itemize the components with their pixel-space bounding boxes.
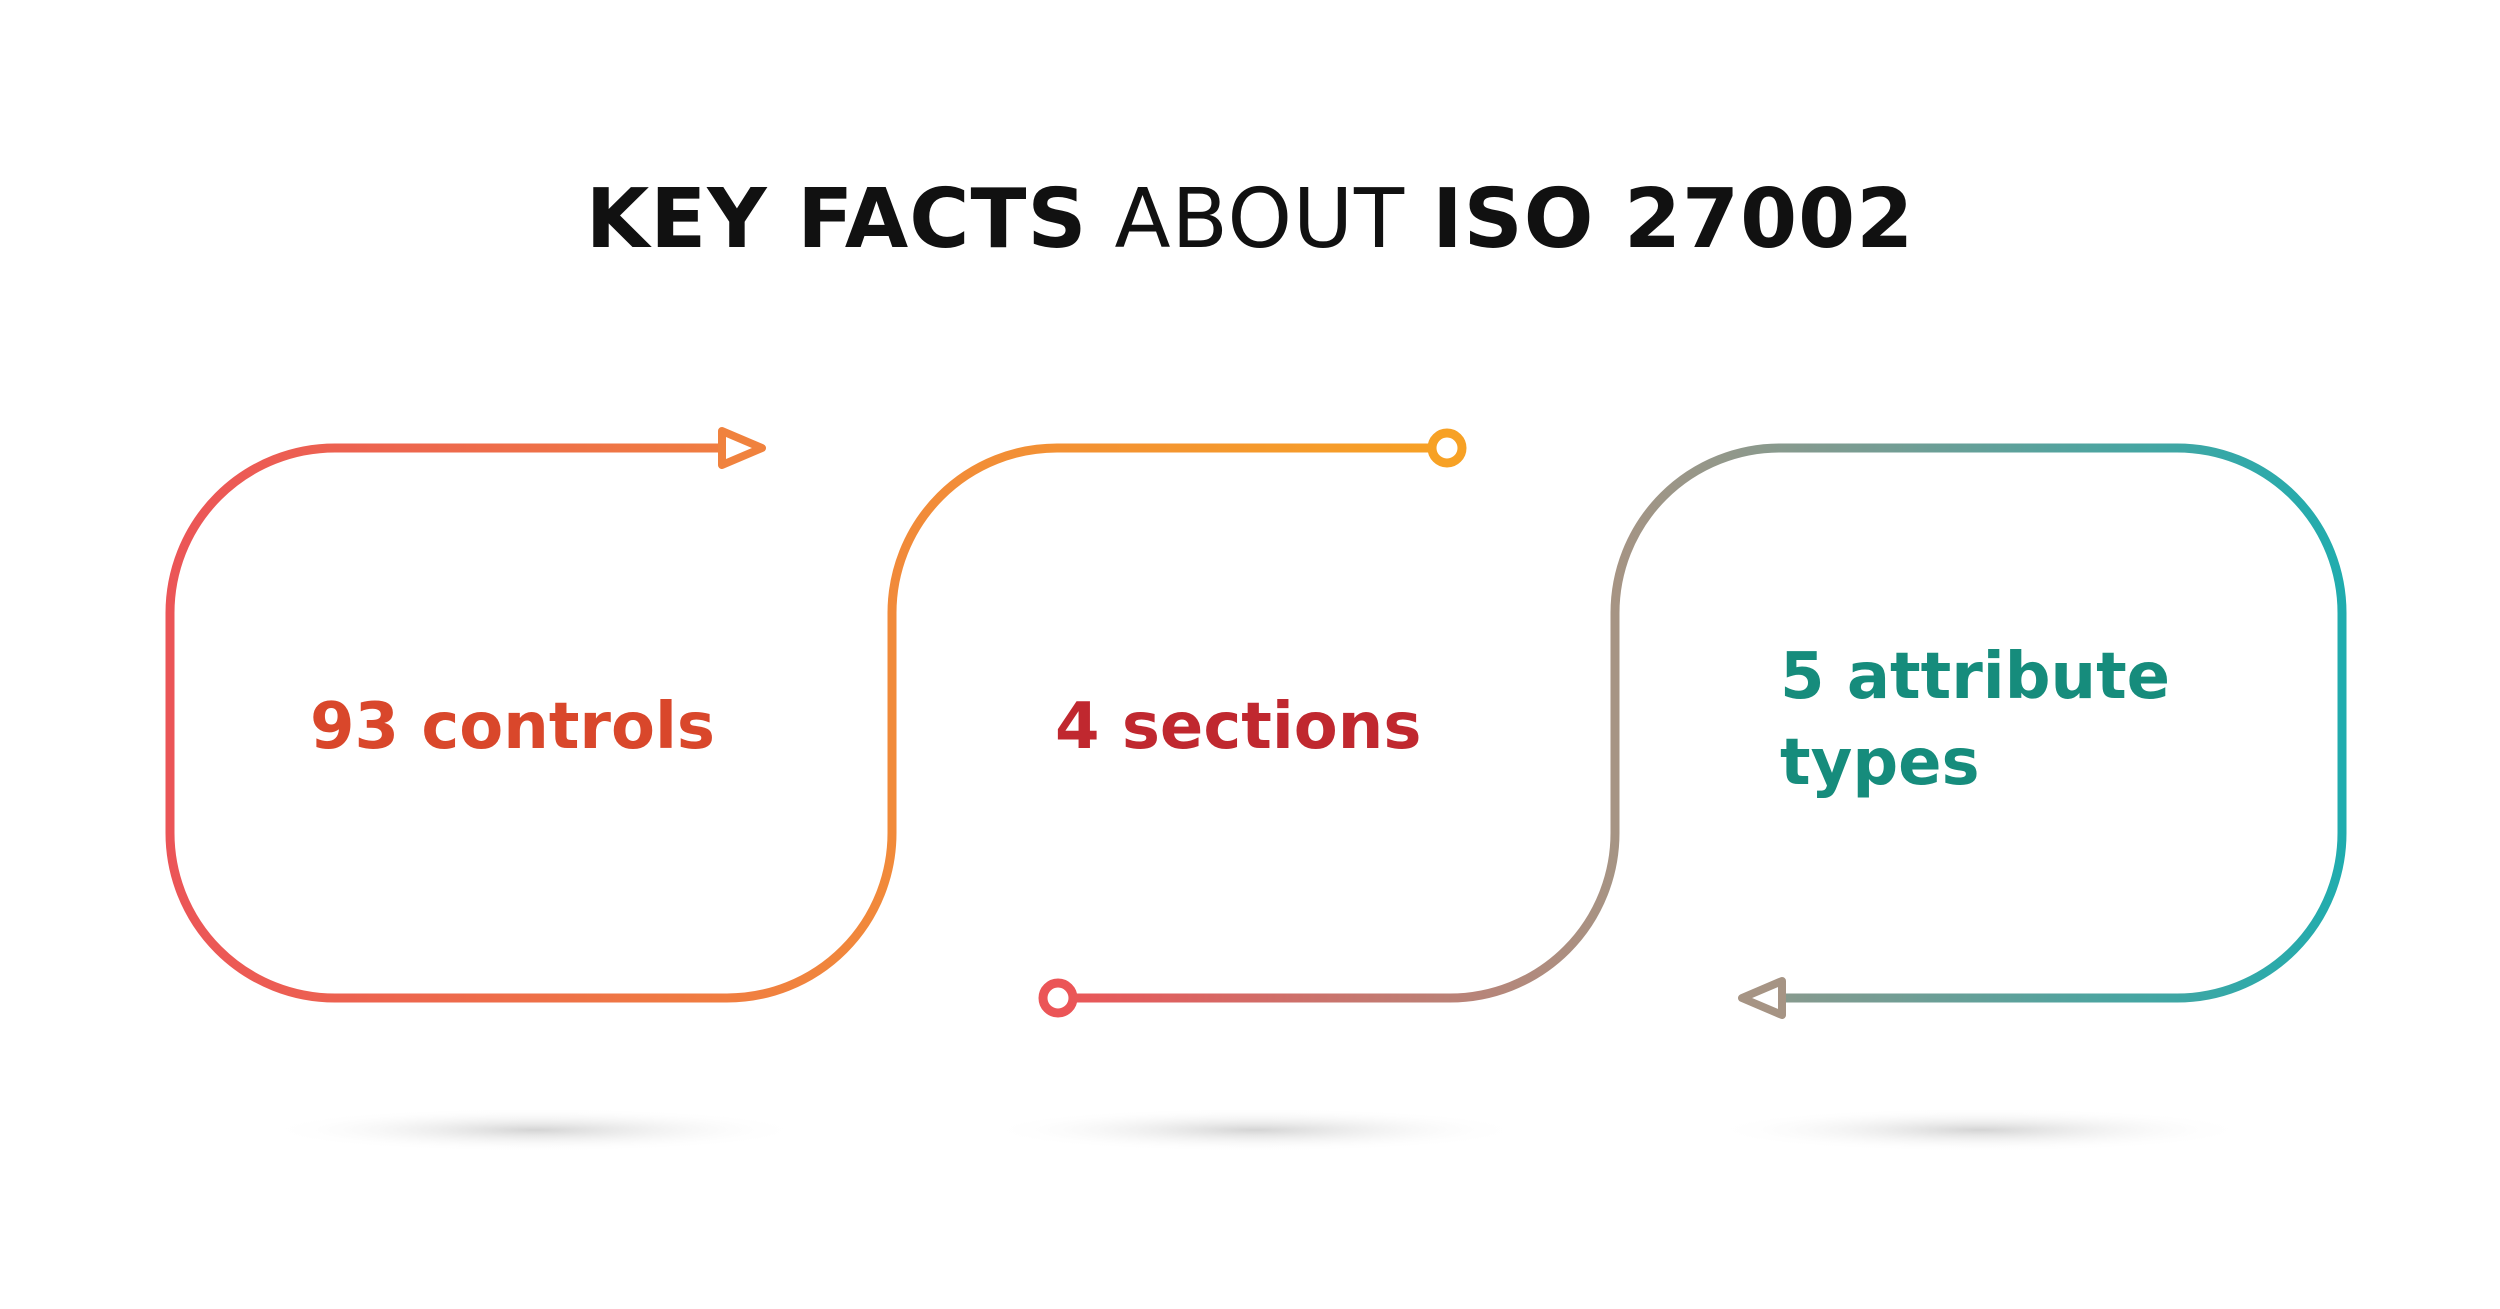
card-3-shadow <box>1710 1108 2250 1152</box>
card-2-shadow <box>985 1108 1525 1152</box>
card-3-outline <box>1610 443 2347 1003</box>
fact-3-label: 5 attribute types <box>1780 640 2192 800</box>
title-part-key-facts: KEY FACTS <box>585 172 1088 267</box>
card-1-outline <box>165 443 897 1003</box>
card-1-shadow <box>265 1108 805 1152</box>
title-part-iso: ISO 27002 <box>1432 172 1915 267</box>
card-2-outline-bottom <box>1068 608 1620 1003</box>
page-title: KEY FACTS ABOUT ISO 27002 <box>0 160 2500 280</box>
fact-2-label: 4 sections <box>1055 690 1421 764</box>
circle-end-icon <box>1427 428 1467 468</box>
arrow-right-icon <box>718 427 766 469</box>
fact-3-label-line-2: types <box>1780 726 1980 800</box>
fact-1-label: 93 controls <box>310 690 715 764</box>
arrow-left-icon <box>1738 977 1786 1019</box>
card-2-outline-top <box>887 443 1437 618</box>
title-part-about: ABOUT <box>1114 172 1406 267</box>
fact-3-label-line-1: 5 attribute <box>1780 640 2170 714</box>
